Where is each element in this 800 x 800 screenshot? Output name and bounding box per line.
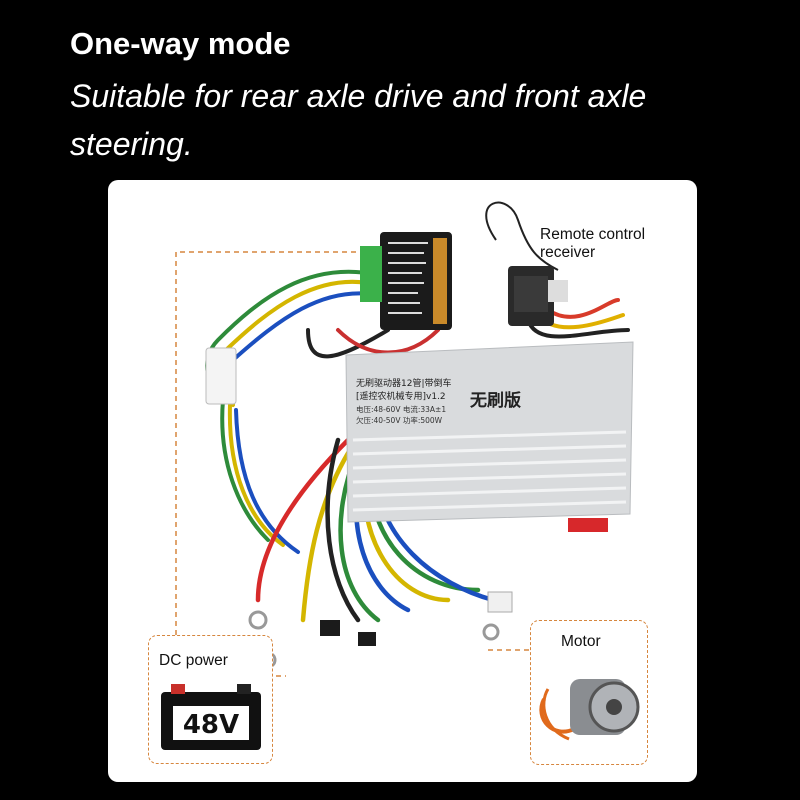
battery-voltage: 48V bbox=[183, 710, 239, 740]
white-connector bbox=[205, 347, 237, 405]
receiver-label-line2: receiver bbox=[540, 244, 596, 261]
harness-wires bbox=[220, 398, 300, 554]
motor-box: Motor bbox=[530, 620, 648, 765]
motor-icon bbox=[539, 679, 640, 741]
receiver-label-line1: Remote control bbox=[540, 226, 646, 243]
wiring-diagram-panel: 无刷驱动器12管|带倒车 [遥控农机械专用]v1.2 电压:48-60V 电流:… bbox=[108, 180, 697, 782]
controller-text-3: 电压:48-60V 电流:33A±1 bbox=[356, 404, 446, 414]
controller-text-2: [遥控农机械专用]v1.2 bbox=[356, 390, 446, 402]
dc-guide-line bbox=[175, 251, 373, 635]
controller-badge: 无刷版 bbox=[469, 390, 521, 411]
controller-text-4: 欠压:40-50V 功率:500W bbox=[356, 415, 443, 425]
page-subtitle: Suitable for rear axle drive and front a… bbox=[70, 78, 647, 162]
receiver-label: Remote control receiver bbox=[540, 226, 645, 262]
control-module bbox=[360, 232, 452, 330]
dc-power-label: DC power bbox=[159, 652, 228, 669]
page-title: One-way mode bbox=[70, 26, 291, 61]
bottom-connectors bbox=[248, 591, 513, 669]
motor-label: Motor bbox=[561, 633, 601, 650]
antenna-wire bbox=[485, 201, 559, 271]
controller-box: 无刷驱动器12管|带倒车 [遥控农机械专用]v1.2 电压:48-60V 电流:… bbox=[345, 341, 634, 532]
dc-power-box: DC power 48V bbox=[148, 635, 273, 764]
wiring-illustration: 无刷驱动器12管|带倒车 [遥控农机械专用]v1.2 电压:48-60V 电流:… bbox=[175, 201, 634, 677]
receiver-unit bbox=[508, 266, 568, 326]
controller-text-1: 无刷驱动器12管|带倒车 bbox=[356, 377, 452, 389]
battery-icon: 48V bbox=[161, 684, 261, 750]
